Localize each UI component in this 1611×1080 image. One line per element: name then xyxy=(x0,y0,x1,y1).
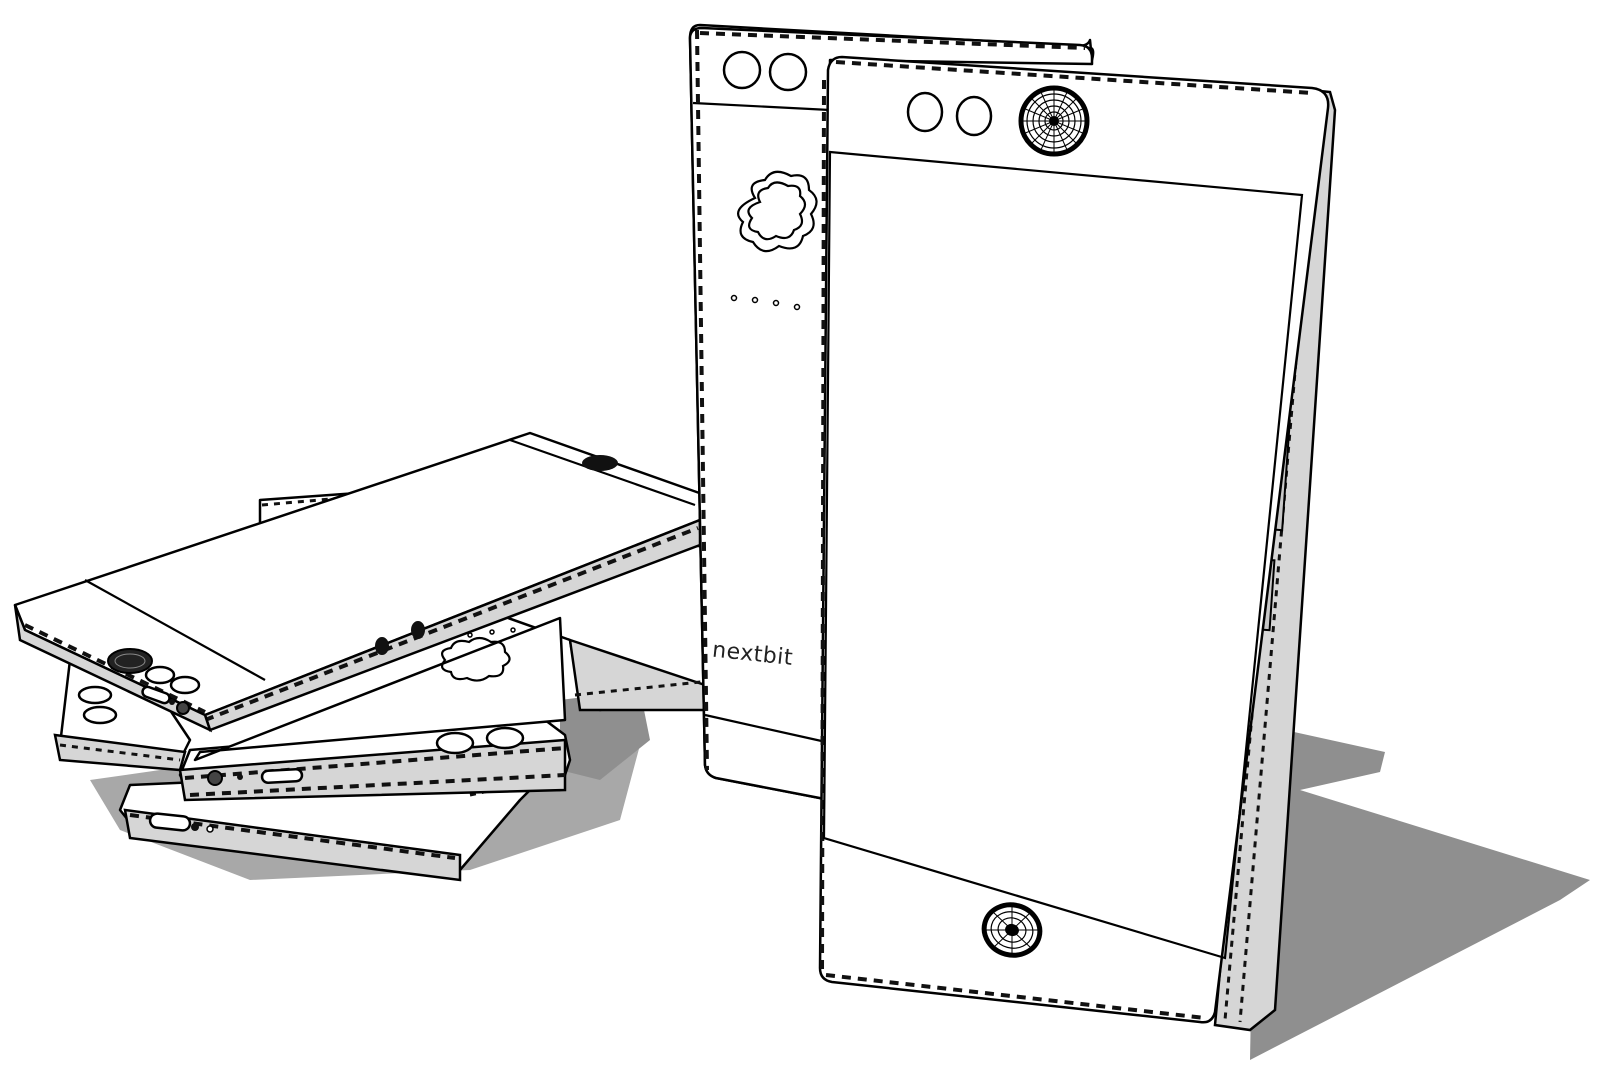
stacked-phone-2 xyxy=(178,616,572,802)
led-dot-icon xyxy=(730,294,738,302)
usb-c-port xyxy=(148,812,192,832)
speaker-grille-icon xyxy=(582,455,618,471)
stacked-phone-5 xyxy=(53,648,192,772)
led-dot-icon xyxy=(772,299,780,307)
usb-c-port xyxy=(260,768,304,784)
stacked-phone-1 xyxy=(13,431,707,733)
front-camera-grille-icon xyxy=(1018,85,1090,157)
sensor-ring-icon xyxy=(906,91,944,133)
standing-phone-back: nextbit xyxy=(688,23,1095,802)
bottom-speaker-grille-icon xyxy=(981,902,1043,958)
sensor-ring-icon xyxy=(955,95,993,137)
rear-camera-ring-icon xyxy=(768,52,808,92)
rear-camera-ring-icon xyxy=(722,50,762,90)
cloud-logo-icon xyxy=(737,170,818,253)
headphone-jack xyxy=(191,823,199,831)
led-dot-icon xyxy=(751,296,759,304)
cloud-logo-icon xyxy=(441,636,511,682)
speaker-grille-icon xyxy=(107,648,153,674)
standing-phone-front xyxy=(818,55,1337,1032)
stacked-phones xyxy=(13,431,724,882)
headphone-jack xyxy=(207,770,223,786)
led-dot-icon xyxy=(793,303,801,311)
